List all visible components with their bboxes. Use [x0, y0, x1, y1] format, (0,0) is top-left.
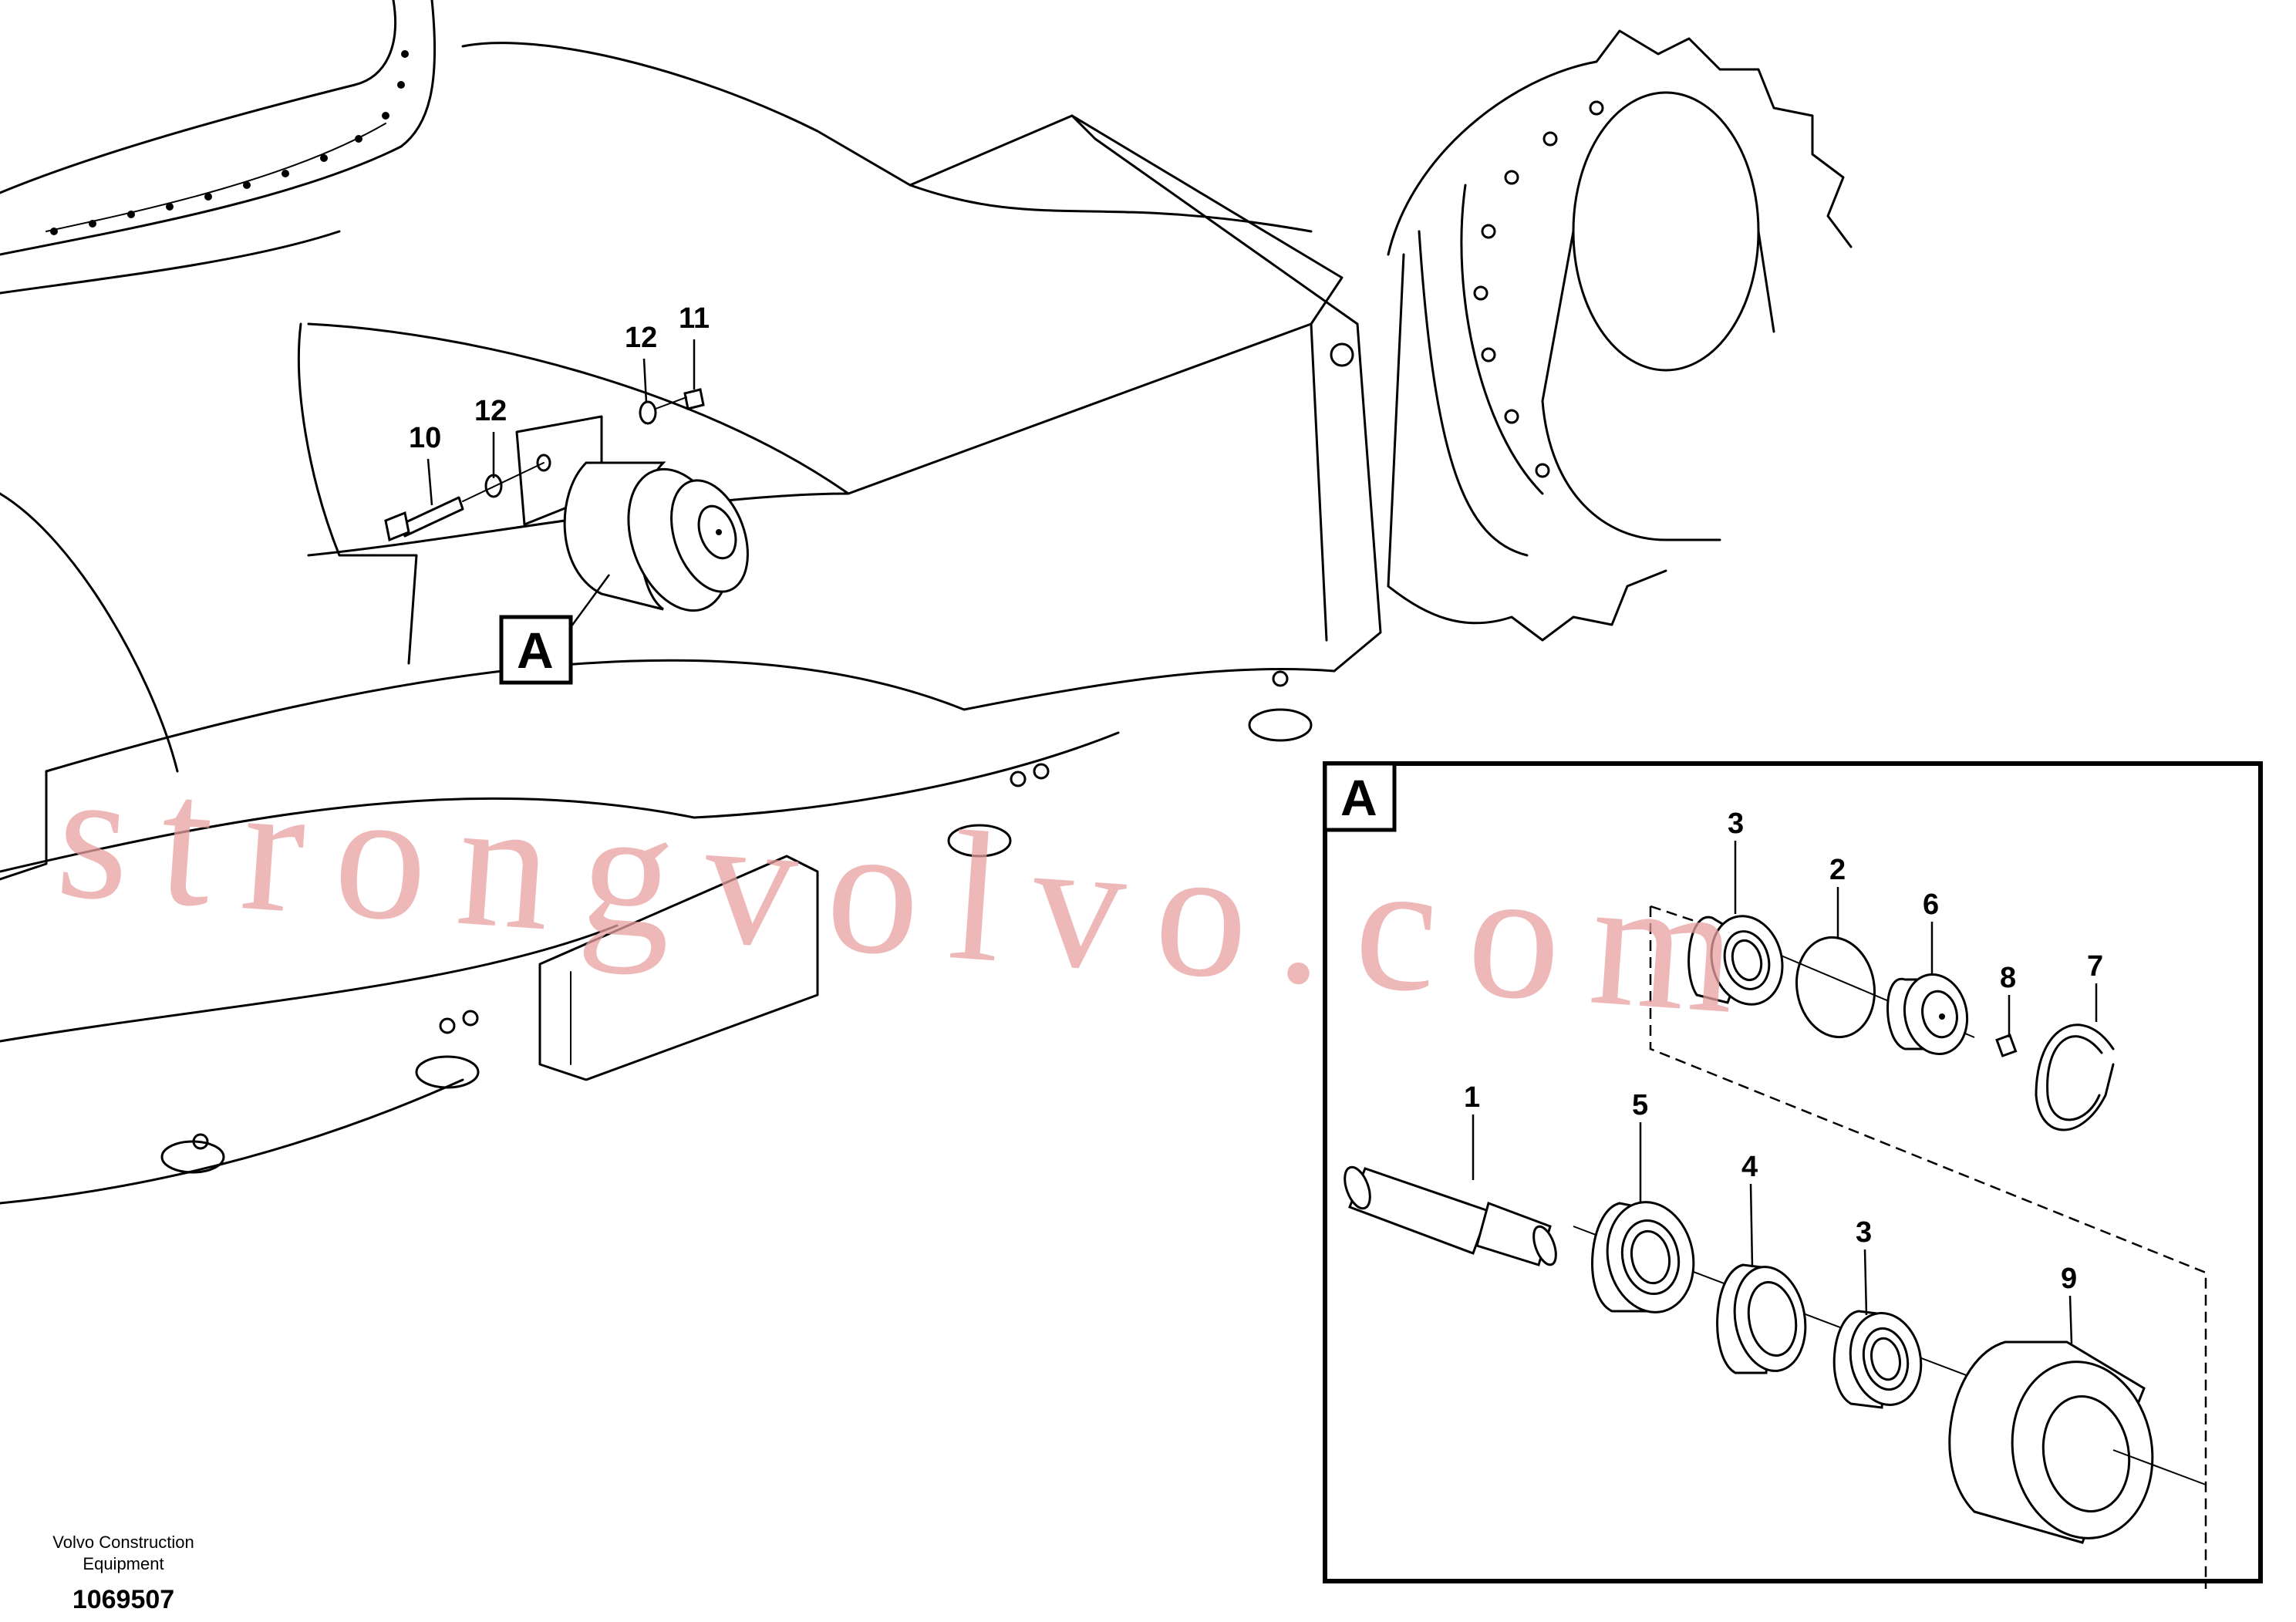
- callout-12-right: 12: [625, 322, 657, 354]
- sprocket-rim-left: [1387, 253, 1405, 588]
- bolt-hole: [536, 454, 551, 472]
- sprocket-hub-ring: [1418, 230, 1529, 557]
- bolt-head: [384, 511, 410, 542]
- carrier-roller-main: [563, 461, 749, 612]
- carrier-roller-center: [716, 529, 722, 535]
- detail-title: A: [1340, 769, 1377, 826]
- label-ring: 2: [1829, 854, 1846, 886]
- slew-ring-inner: [46, 123, 386, 232]
- frame-lower-rail: [0, 924, 619, 1043]
- frame-bottom-line: [0, 731, 1120, 873]
- slew-ring-outer: [0, 0, 397, 194]
- carrier-roller-hub: [697, 504, 737, 560]
- slew-ring-edge: [0, 0, 437, 256]
- frame-lower-line: [45, 659, 1336, 773]
- bolt-axis-line: [462, 462, 544, 502]
- motor-face: [1572, 91, 1760, 372]
- undercarriage-frame: [0, 0, 1853, 1205]
- label-snap-ring: 7: [2087, 950, 2103, 983]
- motor-flange: [1460, 184, 1544, 495]
- fastener-group: [384, 388, 705, 542]
- frame-end-plate: [1070, 114, 1382, 673]
- drive-motor: [1330, 91, 1775, 541]
- frame-left-cut: [0, 770, 48, 881]
- bracket-side: [297, 322, 418, 665]
- leader-12-right: [642, 358, 648, 403]
- sprocket-teeth-top: [1387, 29, 1853, 256]
- label-bearing-bottom: 3: [1856, 1216, 1872, 1249]
- detail-title-box: [1323, 761, 1397, 832]
- leader-10: [426, 458, 433, 506]
- footer-drawing-number: 1069507: [72, 1585, 174, 1614]
- detail-panel: A: [1323, 761, 2263, 1589]
- frame-end-edge: [1310, 322, 1328, 642]
- frame-top-edge: [461, 42, 1313, 233]
- frame-holes: [192, 670, 1289, 1150]
- label-roller: 9: [2061, 1263, 2077, 1295]
- label-seal: 4: [1741, 1151, 1758, 1183]
- footer-company-line2: Equipment: [83, 1554, 164, 1573]
- motor-edge: [1757, 230, 1775, 333]
- callout-12-left: 12: [474, 395, 507, 427]
- detail-leader-lines: [1472, 841, 2098, 1344]
- lower-roller-2: [947, 824, 1012, 858]
- washer-right-shape: [639, 400, 657, 425]
- part-ring: [1795, 936, 1876, 1039]
- label-plug: 8: [2000, 962, 2016, 994]
- nut-axis-line: [655, 396, 687, 410]
- frame-top-plate: [307, 114, 1344, 495]
- sprocket: [1387, 29, 1853, 642]
- leader-A: [565, 574, 611, 633]
- part-plug: [1995, 1034, 2018, 1057]
- part-seal-outer: [1591, 1201, 1695, 1313]
- lower-bracket-plate: [538, 855, 819, 1081]
- lower-roller-1: [1248, 708, 1313, 742]
- label-bearing-top: 3: [1728, 808, 1744, 840]
- motor-bolt-holes: [1473, 100, 1604, 478]
- frame-pin-hole: [1330, 342, 1354, 367]
- detail-marker-label: A: [517, 622, 554, 679]
- main-leader-lines: [426, 339, 696, 633]
- carrier-roller-cap: [670, 479, 749, 593]
- nut-shape: [683, 388, 705, 410]
- frame-track-edge: [0, 1078, 464, 1205]
- sprocket-teeth-bottom: [1387, 569, 1667, 642]
- label-pin: 1: [1464, 1081, 1480, 1114]
- motor-body: [1541, 230, 1721, 541]
- bracket-top-tick: [1650, 905, 1698, 923]
- part-pin: [1344, 1165, 1557, 1266]
- lower-roller-4: [160, 1140, 225, 1174]
- frame-left-curve: [0, 492, 179, 773]
- part-bearing-bottom: [1832, 1310, 1923, 1409]
- part-snap-ring-inner: [2046, 1035, 2103, 1121]
- part-cover: [1886, 973, 1969, 1056]
- slew-ring-base: [0, 230, 341, 295]
- part-seal: [1716, 1263, 1807, 1374]
- label-cover: 6: [1923, 889, 1939, 921]
- part-roller: [1948, 1340, 2207, 1544]
- part-snap-ring: [2035, 1023, 2115, 1131]
- callout-10: 10: [409, 422, 441, 454]
- callout-11: 11: [679, 302, 710, 335]
- detail-marker-box: [499, 615, 573, 685]
- lower-roller-3: [415, 1055, 480, 1089]
- footer-company-line1: Volvo Construction: [52, 1533, 194, 1552]
- exploded-bracket: [1649, 906, 2207, 1589]
- ring-bolt-holes: [50, 50, 409, 235]
- label-seal-outer: 5: [1632, 1089, 1648, 1121]
- part-bearing-top: [1687, 915, 1784, 1006]
